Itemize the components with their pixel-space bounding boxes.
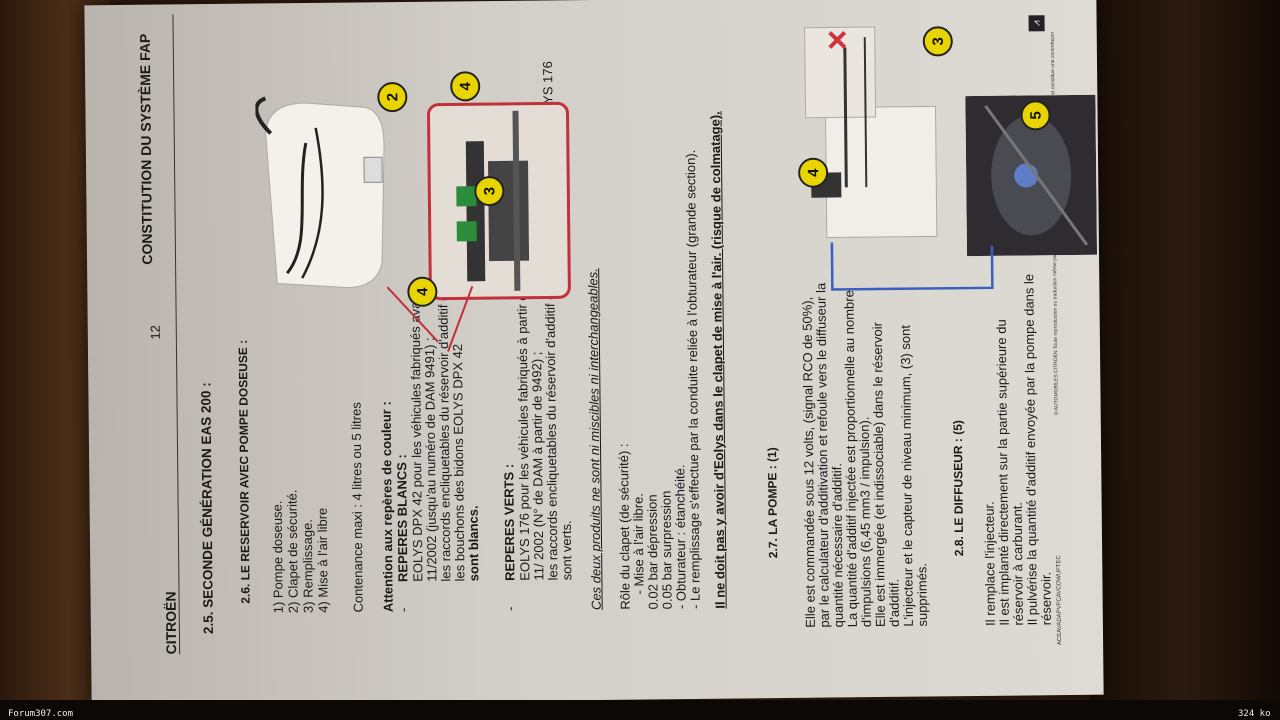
list-item: 1) Pompe doseuse. xyxy=(269,500,286,614)
list-item: 4) Mise à l'air libre xyxy=(314,507,331,613)
callout-badge: 3 xyxy=(922,26,953,57)
leader-lines xyxy=(386,285,474,352)
capacity-text: Contenance maxi : 4 litres ou 5 litres xyxy=(348,402,366,613)
text-line: supprimés. xyxy=(914,562,930,627)
watermark-site: Forum307.com xyxy=(8,709,74,719)
pump-module-illustration xyxy=(804,26,938,239)
document-content: CITROËN 12 CONSTITUTION DU SYSTÈME FAP ⩘… xyxy=(84,0,1103,695)
callout-badge: 4 xyxy=(407,276,438,307)
footer-code: ACEAVADAPVFCAVCOWUFTEC xyxy=(1056,555,1064,646)
section-2-5-title: 2.5. SECONDE GÉNÉRATION EAS 200 : xyxy=(198,382,216,635)
callout-badge: 3 xyxy=(474,175,505,207)
text-line: sont blancs. xyxy=(465,505,482,582)
image-footer-bar xyxy=(0,700,1280,720)
bullet-dash: - xyxy=(395,607,411,613)
callout-badge: 4 xyxy=(797,157,829,188)
attention-heading: Attention aux repères de couleur : xyxy=(378,401,396,613)
wood-background-right xyxy=(1090,0,1280,720)
header-rule xyxy=(172,14,181,655)
callout-badge: 2 xyxy=(377,81,408,113)
page-title: CONSTITUTION DU SYSTÈME FAP xyxy=(136,33,156,265)
text-line: sont verts. xyxy=(558,520,575,581)
eolys-warning: Il ne doit pas y avoir d'Eolys dans le c… xyxy=(707,111,728,609)
page-number: 12 xyxy=(147,325,163,340)
bullet-dash: - xyxy=(502,606,518,611)
document-page: CITROËN 12 CONSTITUTION DU SYSTÈME FAP ⩘… xyxy=(84,0,1104,706)
mix-warning: Ces deux produits ne sont ni miscibles n… xyxy=(585,268,604,611)
callout-badge: 4 xyxy=(450,71,481,102)
white-markers-heading: REPERES BLANCS : xyxy=(394,454,411,583)
brand-name: CITROËN xyxy=(162,591,180,655)
section-2-7-title: 2.7. LA POMPE : (1) xyxy=(765,447,781,559)
citroen-logo-icon: ⩘ xyxy=(1028,15,1045,32)
watermark-size: 324 ko xyxy=(1238,709,1271,719)
link-line xyxy=(830,242,994,291)
list-item: 2) Clapet de sécurité. xyxy=(284,489,301,614)
callout-badge: 5 xyxy=(1020,100,1051,131)
reservoir-illustration xyxy=(255,96,385,289)
diffuser-photo xyxy=(965,94,1098,257)
list-item: 3) Remplissage. xyxy=(299,518,316,614)
text-line: réservoir. xyxy=(1038,571,1054,626)
section-2-6-title: 2.6. LE RESERVOIR AVEC POMPE DOSEUSE : xyxy=(235,339,253,604)
green-markers-heading: REPERES VERTS : xyxy=(501,463,518,581)
section-2-8-title: 2.8. LE DIFFUSEUR : (5) xyxy=(950,420,967,557)
